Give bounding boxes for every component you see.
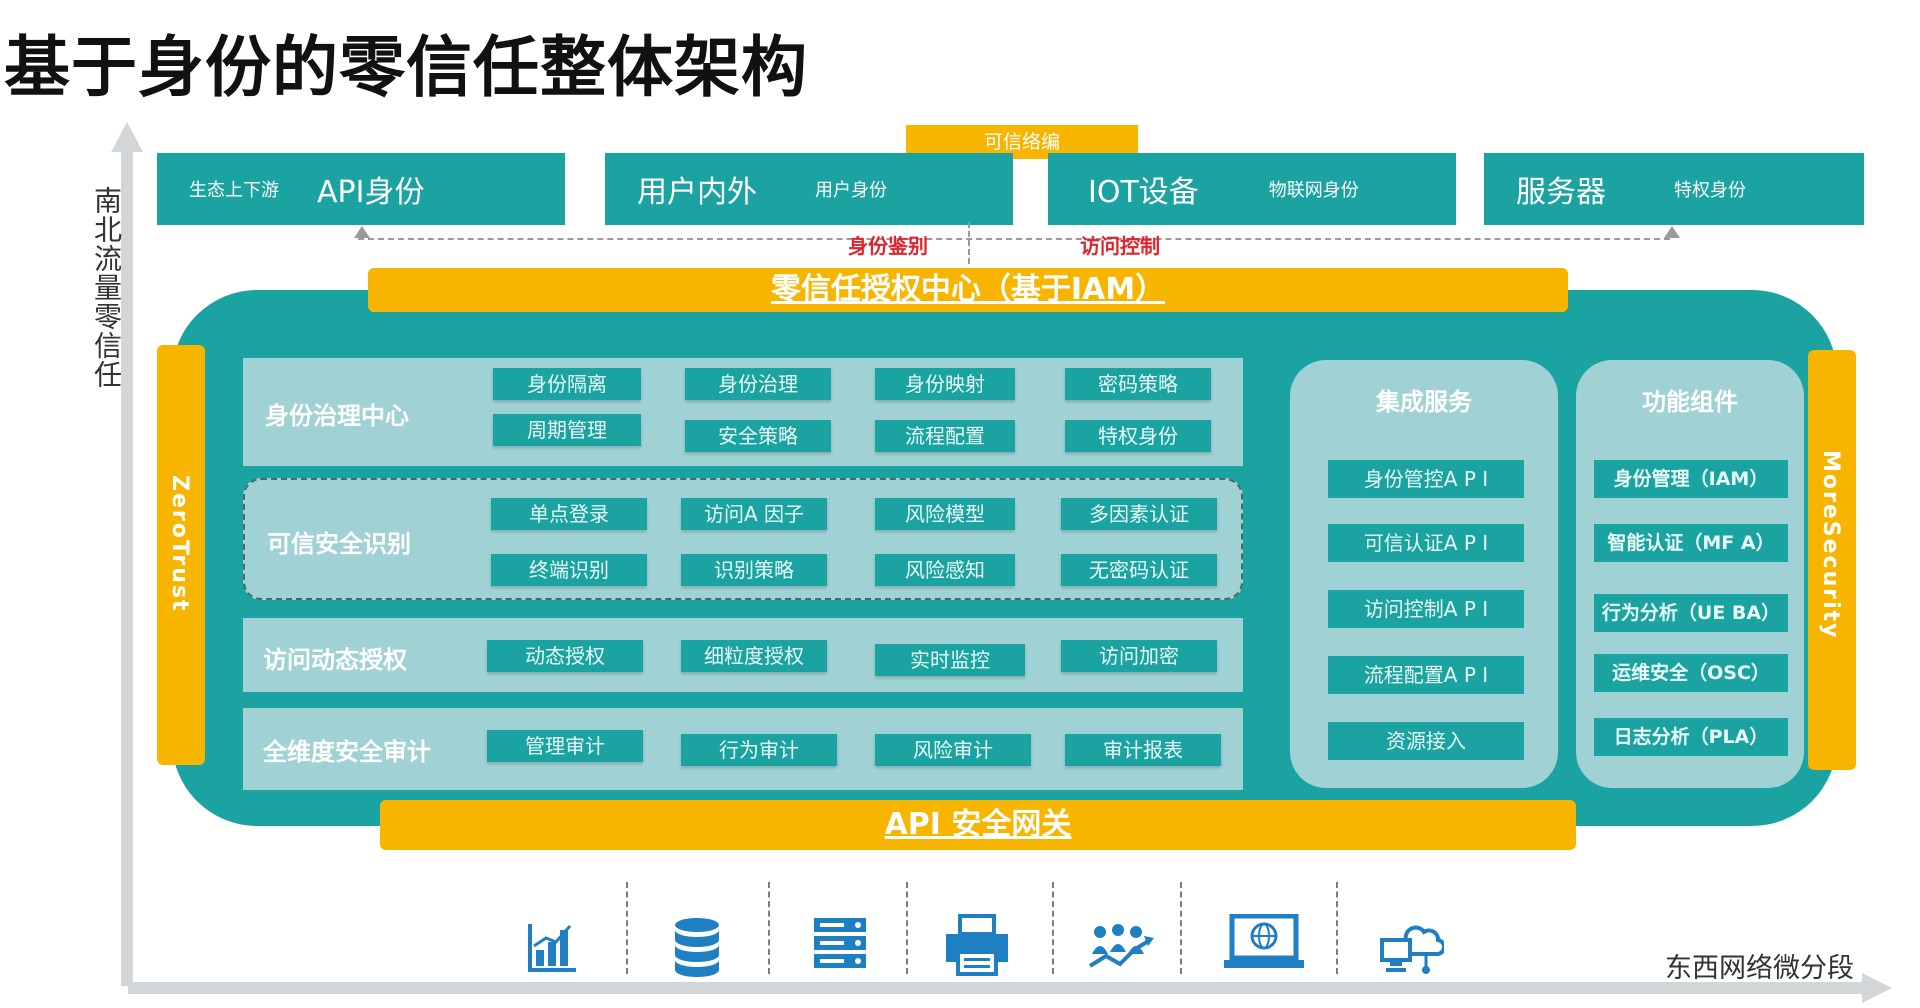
horizontal-axis-arrow	[1862, 973, 1892, 1003]
vertical-axis-arrow	[111, 122, 143, 152]
top-box-big-label: 服务器	[1516, 175, 1606, 210]
chip: 单点登录	[491, 498, 647, 530]
api-chip: 可信认证A P I	[1328, 524, 1524, 562]
chip: 访问加密	[1061, 640, 1217, 672]
panel-title: 集成服务	[1376, 388, 1472, 416]
laptop-globe-icon	[1222, 914, 1306, 972]
dashed-separator	[768, 882, 770, 974]
cloud-computer-icon	[1378, 918, 1444, 976]
bar-chart-icon	[524, 920, 580, 976]
top-box-api-identity: 生态上下游 API身份	[157, 153, 565, 225]
chip: 实时监控	[875, 644, 1025, 676]
api-chip: 流程配置A P I	[1328, 656, 1524, 694]
dashed-separator	[906, 882, 908, 974]
panel-title: 功能组件	[1642, 388, 1738, 416]
chip: 周期管理	[493, 414, 641, 446]
chip: 动态授权	[487, 640, 643, 672]
database-icon	[672, 916, 722, 978]
chip: 风险感知	[875, 554, 1015, 586]
arrow-up-icon	[354, 226, 370, 238]
chip: 风险模型	[875, 498, 1015, 530]
chip: 行为审计	[681, 734, 837, 766]
chip: 审计报表	[1065, 734, 1221, 766]
row-title: 可信安全识别	[267, 530, 411, 558]
chip: 流程配置	[875, 420, 1015, 452]
api-security-gateway: API 安全网关	[380, 800, 1576, 850]
chip: 细粒度授权	[681, 640, 827, 672]
horizontal-axis	[128, 982, 1870, 994]
chip: 多因素认证	[1061, 498, 1217, 530]
top-box-big-label: IOT设备	[1088, 175, 1199, 210]
component-chip: 运维安全（OSC）	[1594, 654, 1788, 692]
functional-components-panel: 功能组件 身份管理（IAM） 智能认证（MF A） 行为分析（UE BA） 运维…	[1576, 360, 1804, 788]
dashed-separator	[626, 882, 628, 974]
dashed-separator	[1336, 882, 1338, 974]
chip: 管理审计	[487, 730, 643, 762]
chip: 风险审计	[875, 734, 1031, 766]
chip: 识别策略	[681, 554, 827, 586]
chip: 密码策略	[1065, 368, 1211, 400]
api-chip: 资源接入	[1328, 722, 1524, 760]
dashed-separator	[1052, 882, 1054, 974]
row-security-audit: 全维度安全审计 管理审计 行为审计 风险审计 审计报表	[243, 708, 1243, 790]
vertical-axis	[121, 148, 133, 986]
chip: 无密码认证	[1061, 554, 1217, 586]
chip: 身份映射	[875, 368, 1015, 400]
row-identity-governance: 身份治理中心 身份隔离 身份治理 身份映射 密码策略 周期管理 安全策略 流程配…	[243, 358, 1243, 466]
chip: 访问A 因子	[681, 498, 827, 530]
printer-icon	[944, 914, 1010, 976]
row-trusted-identification: 可信安全识别 单点登录 访问A 因子 风险模型 多因素认证 终端识别 识别策略 …	[243, 478, 1243, 600]
horizontal-axis-label: 东西网络微分段	[1665, 953, 1854, 984]
row-title: 全维度安全审计	[263, 738, 431, 766]
top-box-server: 服务器 特权身份	[1484, 153, 1864, 225]
component-chip: 行为分析（UE BA）	[1594, 594, 1788, 632]
vertical-axis-label: 南北流量零信任	[90, 186, 123, 389]
component-chip: 日志分析（PLA）	[1594, 718, 1788, 756]
dashed-separator	[1180, 882, 1182, 974]
dashed-connector-vertical	[968, 222, 970, 264]
top-box-small-label: 生态上下游	[189, 180, 279, 201]
iam-authorization-center: 零信任授权中心（基于IAM）	[368, 268, 1568, 312]
top-box-big-label: API身份	[317, 175, 425, 210]
component-chip: 身份管理（IAM）	[1594, 460, 1788, 498]
row-dynamic-authorization: 访问动态授权 动态授权 细粒度授权 实时监控 访问加密	[243, 618, 1243, 692]
top-box-big-label: 用户内外	[637, 175, 757, 210]
server-rack-icon	[812, 916, 868, 974]
top-box-small-label: 用户身份	[815, 180, 887, 201]
people-network-icon	[1088, 920, 1154, 972]
dashed-connector	[358, 238, 1670, 240]
row-title: 访问动态授权	[263, 646, 407, 674]
integration-services-panel: 集成服务 身份管控A P I 可信认证A P I 访问控制A P I 流程配置A…	[1290, 360, 1558, 788]
component-chip: 智能认证（MF A）	[1594, 524, 1788, 562]
side-bar-moresecurity: MoreSecurity	[1808, 350, 1856, 770]
arrow-up-icon	[1664, 226, 1680, 238]
api-chip: 身份管控A P I	[1328, 460, 1524, 498]
top-box-iot: IOT设备 物联网身份	[1048, 153, 1456, 225]
page-title: 基于身份的零信任整体架构	[4, 29, 808, 106]
chip: 安全策略	[685, 420, 831, 452]
api-chip: 访问控制A P I	[1328, 590, 1524, 628]
row-title: 身份治理中心	[265, 402, 409, 430]
side-label-left: ZeroTrust	[167, 475, 192, 613]
top-box-small-label: 特权身份	[1674, 180, 1746, 201]
top-box-user: 用户内外 用户身份	[605, 153, 1013, 225]
side-bar-zerotrust: ZeroTrust	[157, 345, 205, 765]
identity-auth-label: 身份鉴别	[848, 234, 928, 258]
chip: 终端识别	[491, 554, 647, 586]
side-label-right: MoreSecurity	[1818, 450, 1843, 640]
chip: 特权身份	[1065, 420, 1211, 452]
chip: 身份隔离	[493, 368, 641, 400]
access-control-label: 访问控制	[1080, 234, 1160, 258]
top-box-small-label: 物联网身份	[1268, 180, 1359, 201]
chip: 身份治理	[685, 368, 831, 400]
